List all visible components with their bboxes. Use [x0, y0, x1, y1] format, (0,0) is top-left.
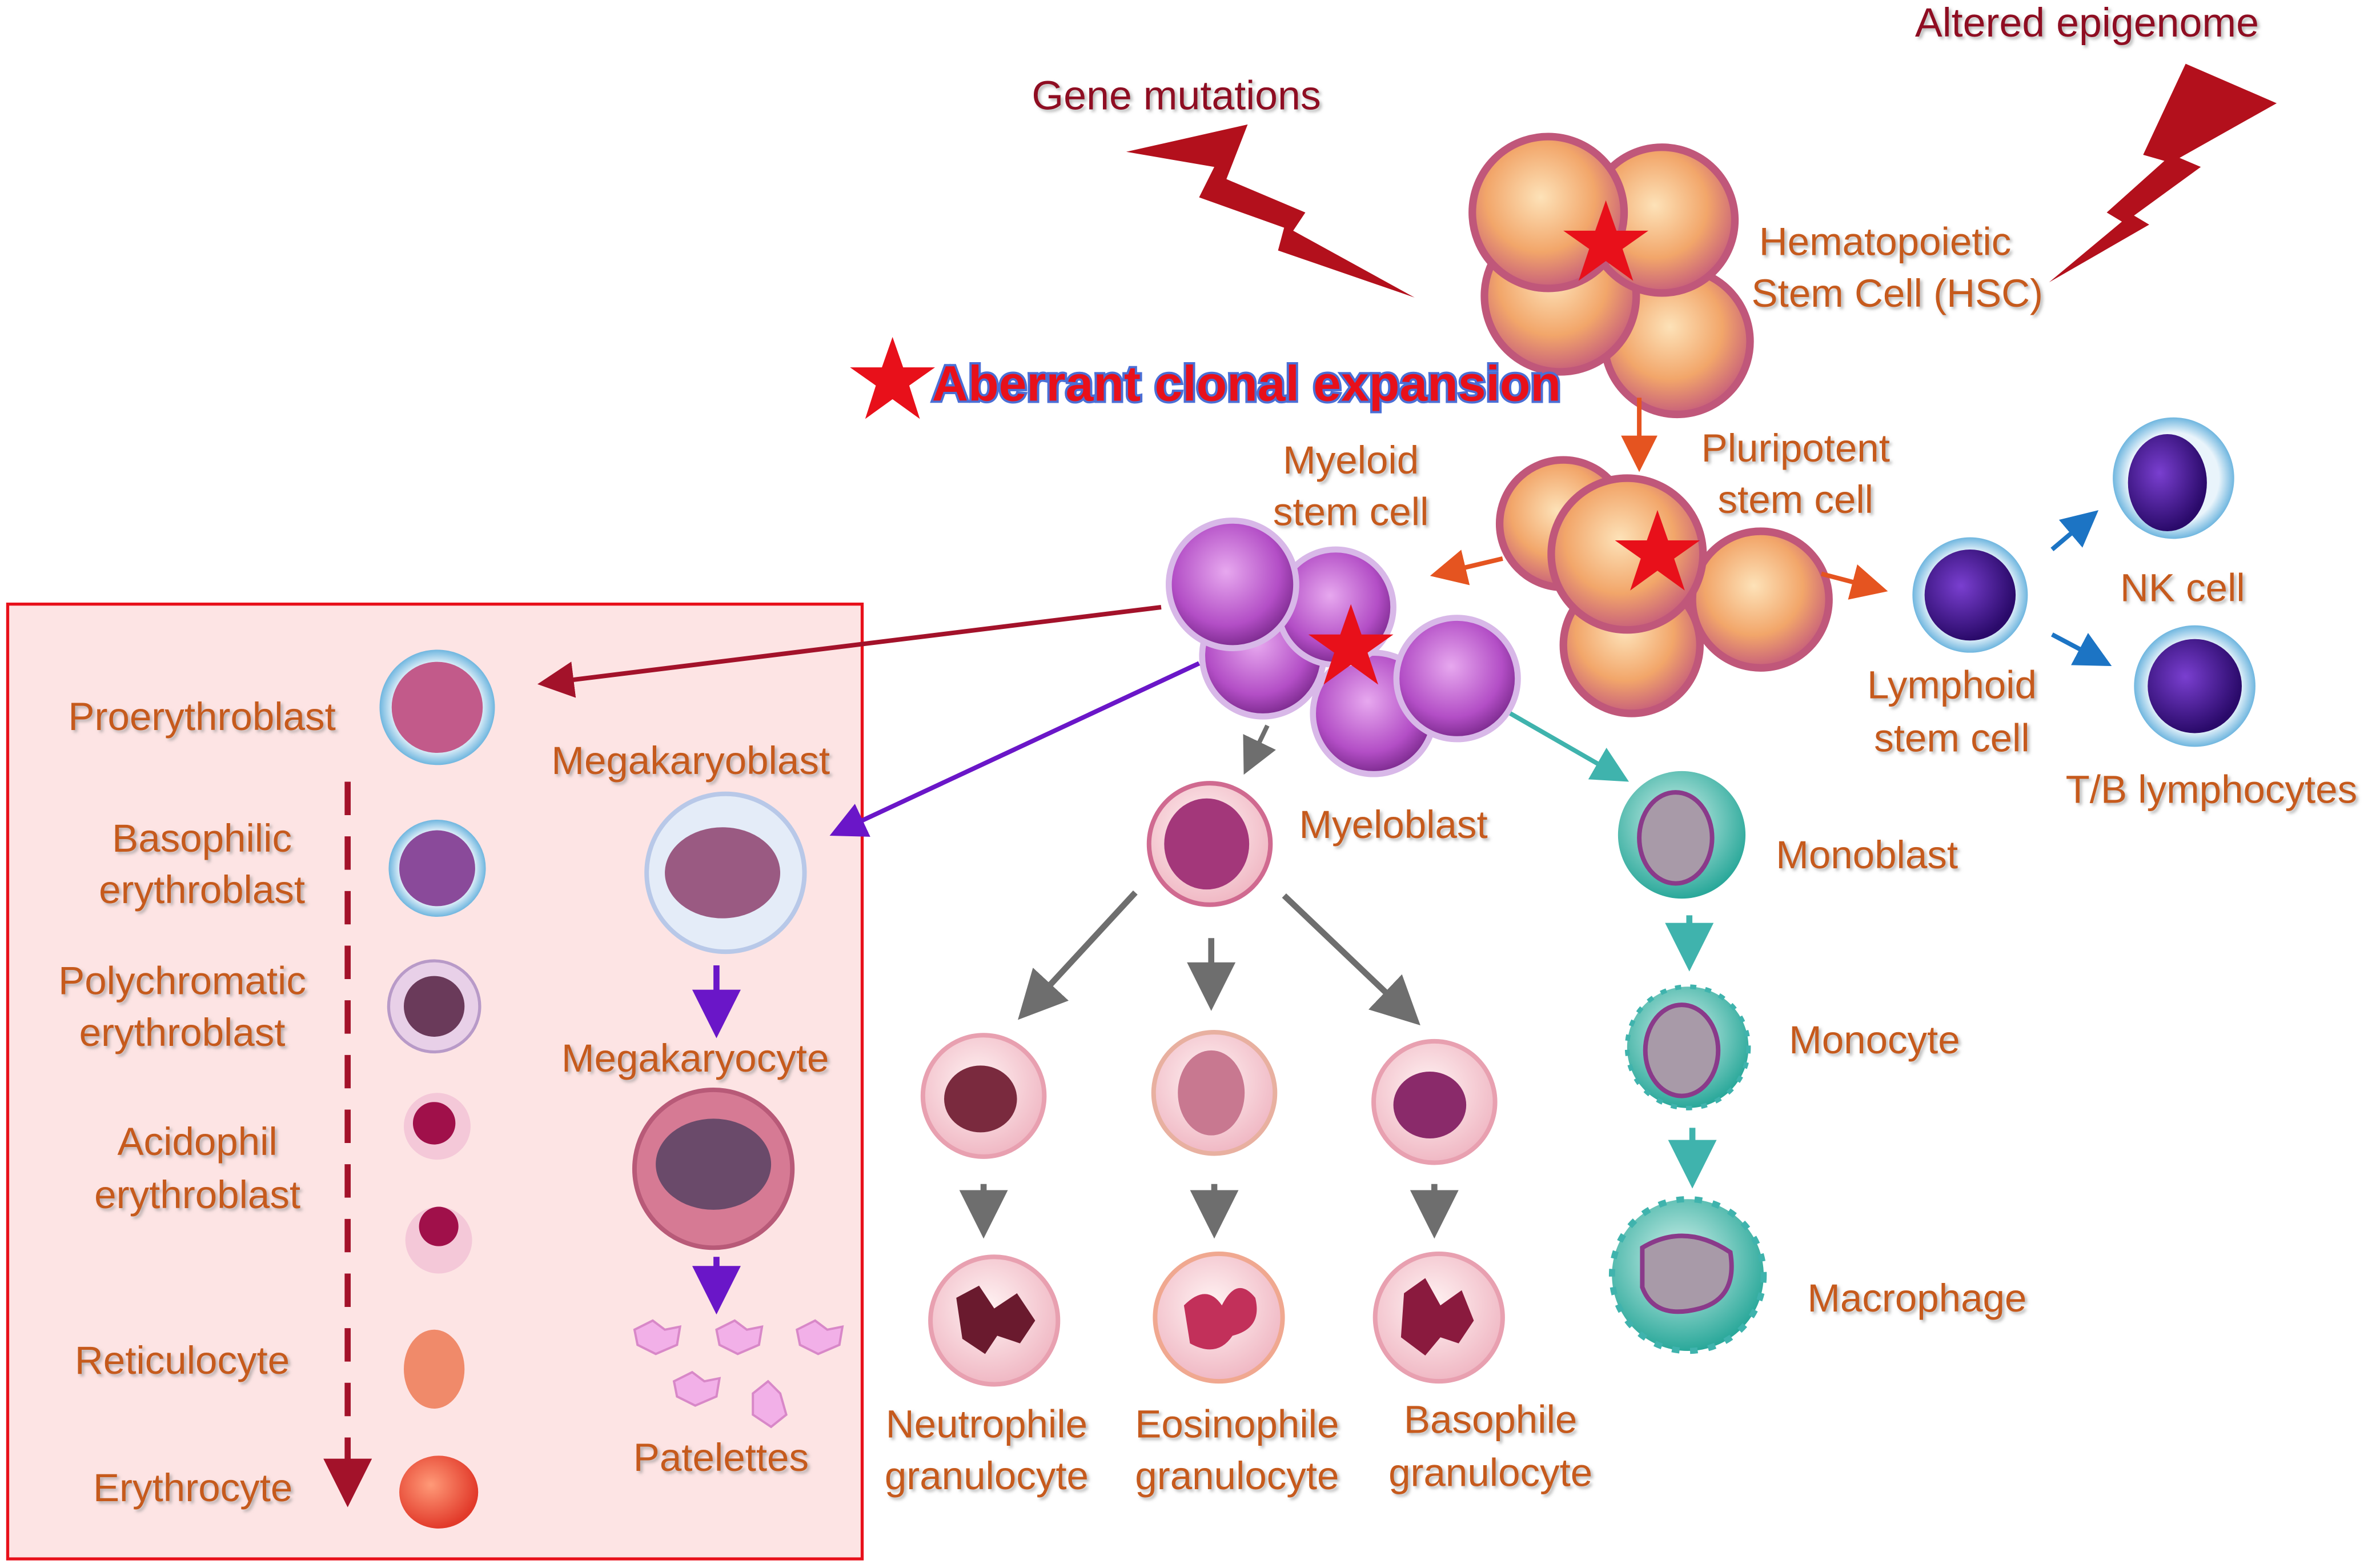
platelets	[633, 1319, 844, 1429]
lymphoid-stem-cell-label: stem cell	[1874, 715, 2030, 760]
basophilic-erythroblast-label: Basophilic	[112, 816, 292, 860]
hsc-label: Hematopoietic	[1759, 219, 2012, 263]
hsc-cluster	[1468, 133, 1754, 419]
lightning-bolt-icon	[2049, 63, 2277, 283]
acidophil-erythroblast-label: Acidophil	[117, 1119, 277, 1164]
erythrocyte	[399, 1455, 479, 1529]
macrophage-label: Macrophage	[1807, 1276, 2026, 1320]
pluripotent-stem-cell-label: stem cell	[1717, 477, 1873, 522]
basophile-granulocyte-label: granulocyte	[1388, 1450, 1592, 1495]
reticulocyte-label: Reticulocyte	[75, 1338, 290, 1382]
tb-lymphocytes-label: T/B lymphocytes	[2066, 767, 2358, 812]
monocyte-label: Monocyte	[1789, 1017, 1960, 1062]
proerythroblast-label: Proerythroblast	[68, 694, 335, 739]
monoblast-label: Monoblast	[1776, 832, 1958, 877]
neutrophile-granulocyte-label: granulocyte	[885, 1453, 1089, 1498]
erythrocyte-label: Erythrocyte	[93, 1465, 292, 1510]
pluripotent-stem-cell-label: Pluripotent	[1701, 426, 1890, 470]
polychromatic-erythroblast-label: erythroblast	[79, 1010, 286, 1054]
gene-mutations-label: Gene mutations	[1032, 73, 1321, 118]
megakaryocyte-label: Megakaryocyte	[561, 1036, 829, 1080]
pluripotent-stem-cell-cluster	[1495, 456, 1833, 717]
platelets-label: Patelettes	[633, 1435, 809, 1479]
eosinophile-granulocyte-label: granulocyte	[1135, 1453, 1339, 1498]
polychromatic-erythroblast-label: Polychromatic	[58, 959, 306, 1003]
lymphoid-stem-cell-label: Lymphoid	[1867, 662, 2037, 707]
myeloid-stem-cell-label: Myeloid	[1283, 438, 1419, 482]
star-icon	[1615, 510, 1700, 591]
eosinophile-granulocyte-label: Eosinophile	[1135, 1401, 1339, 1446]
acidophil-erythroblast-label: erythroblast	[94, 1172, 300, 1217]
star-icon	[1308, 604, 1394, 685]
hsc-label: Stem Cell (HSC)	[1752, 271, 2043, 315]
altered-epigenome-label: Altered epigenome	[1915, 0, 2259, 46]
reticulocyte	[404, 1329, 465, 1409]
myeloid-stem-cell-label: stem cell	[1273, 489, 1429, 534]
neutrophile-granulocyte-label: Neutrophile	[886, 1401, 1087, 1446]
megakaryoblast-label: Megakaryoblast	[551, 738, 830, 783]
star-icon	[850, 336, 936, 419]
basophile-granulocyte-label: Basophile	[1404, 1397, 1577, 1441]
myeloid-stem-cell-cluster	[1165, 518, 1521, 777]
aberrant-clonal-expansion-label: Aberrant clonal expansion	[932, 356, 1561, 412]
star-icon	[1563, 200, 1649, 281]
basophilic-erythroblast-label: erythroblast	[99, 867, 305, 912]
myeloblast-label: Myeloblast	[1299, 802, 1487, 847]
nk-cell-label: NK cell	[2120, 565, 2245, 609]
lightning-bolt-icon	[1126, 124, 1415, 298]
